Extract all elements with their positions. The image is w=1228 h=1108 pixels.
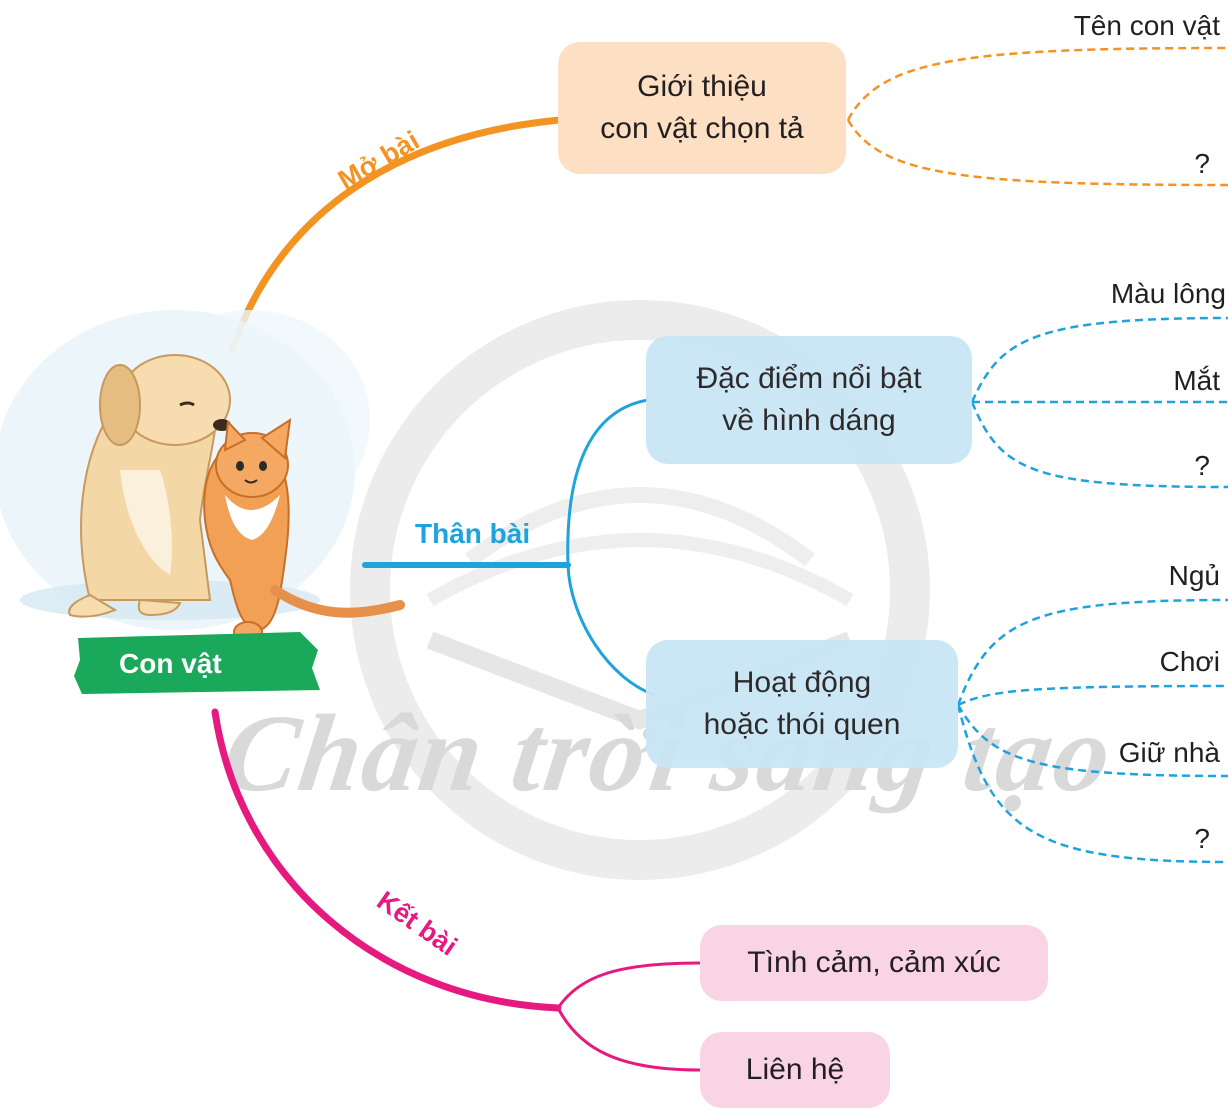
than-bai-fork-down (566, 564, 656, 697)
than-bai-fork-up (566, 398, 649, 566)
dac-diem-leaf-line-3 (970, 401, 1228, 489)
hoat-dong-leaf-line-2 (957, 684, 1228, 707)
dac-diem-leaf-mat: Mắt (1173, 365, 1220, 396)
ket-bai-fork-down (556, 1007, 701, 1072)
mo-bai-leaf-question: ? (1194, 148, 1210, 179)
ket-bai-fork-up (556, 961, 701, 1009)
dac-diem-leaf-mau-long: Màu lông (1110, 278, 1226, 309)
hoat-dong-leaf-question: ? (1194, 823, 1210, 854)
hoat-dong-leaf-line-1 (956, 598, 1228, 706)
dac-diem-leaf-line-1 (970, 316, 1228, 403)
hoat-dong-leaf-line-4 (956, 704, 1228, 864)
mo-bai-leaf-line-1 (846, 46, 1228, 121)
mo-bai-leaf-line-2 (846, 119, 1228, 187)
hoat-dong-leaf-giu-nha: Giữ nhà (1118, 737, 1220, 768)
mo-bai-branch (228, 116, 564, 354)
root-label: Con vật (119, 648, 222, 679)
ket-bai-node-lien-he: Liên hệ (700, 1032, 890, 1108)
hoat-dong-leaf-line-3 (956, 704, 1228, 778)
mo-bai-leaf-ten-con-vat: Tên con vật (1073, 10, 1220, 41)
ket-bai-node-tinh-cam: Tình cảm, cảm xúc (700, 925, 1048, 1001)
ket-bai-branch (211, 708, 562, 1012)
hoat-dong-leaf-ngu: Ngủ (1168, 560, 1220, 591)
than-bai-label: Thân bài (415, 518, 530, 549)
hoat-dong-leaf-choi: Chơi (1159, 646, 1220, 677)
dac-diem-leaf-question: ? (1194, 450, 1210, 481)
mo-bai-node: Giới thiệu con vật chọn tả (558, 42, 846, 174)
than-bai-node-hoat-dong: Hoạt động hoặc thói quen (646, 640, 958, 768)
than-bai-node-dac-diem: Đặc điểm nổi bật về hình dáng (646, 336, 972, 464)
